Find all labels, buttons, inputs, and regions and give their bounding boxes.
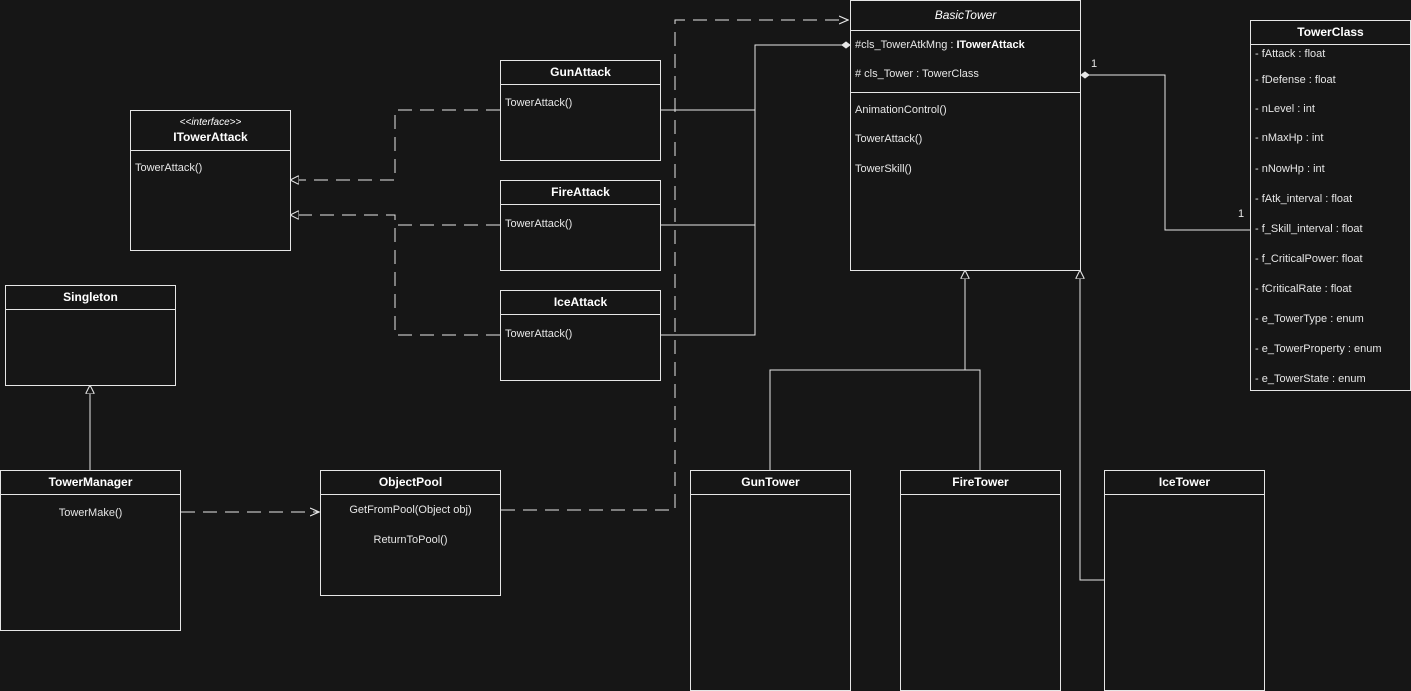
itowerattack-interface-box[interactable]: <<interface>> ITowerAttack TowerAttack() — [130, 110, 291, 251]
towerclass-field: - f_CriticalPower: float — [1255, 253, 1363, 265]
attribute-atkmng-type: ITowerAttack — [956, 39, 1025, 51]
guntower-class-box[interactable]: GunTower — [690, 470, 851, 691]
towerclass-field: - nLevel : int — [1255, 103, 1315, 115]
towerclass-field: - fDefense : float — [1255, 74, 1336, 86]
basictower-title: BasicTower — [851, 1, 1080, 31]
gunattack-method: TowerAttack() — [505, 97, 573, 109]
towerclass-field: - e_TowerState : enum — [1255, 373, 1366, 385]
towerclass-field: - f_Skill_interval : float — [1255, 223, 1363, 235]
basictower-method-towerattack: TowerAttack() — [855, 133, 923, 145]
objectpool-title: ObjectPool — [321, 471, 500, 495]
basictower-class-box[interactable]: BasicTower #cls_TowerAtkMng : ITowerAtta… — [850, 0, 1081, 271]
towerclass-field: - fCriticalRate : float — [1255, 283, 1352, 295]
towerclass-field: - e_TowerProperty : enum — [1255, 343, 1382, 355]
basictower-attribute-atkmng: #cls_TowerAtkMng : ITowerAttack — [855, 39, 1025, 51]
towermanager-method: TowerMake() — [58, 507, 123, 519]
basictower-attribute-tower: # cls_Tower : TowerClass — [855, 68, 979, 80]
singleton-class-box[interactable]: Singleton — [5, 285, 176, 386]
towermanager-class-box[interactable]: TowerManager TowerMake() — [0, 470, 181, 631]
icetower-generalization-line — [1080, 271, 1104, 581]
itowerattack-header: <<interface>> ITowerAttack — [131, 111, 290, 151]
basictower-divider — [851, 92, 1080, 93]
guntower-title: GunTower — [691, 471, 850, 495]
towermanager-title: TowerManager — [1, 471, 180, 495]
fireattack-title: FireAttack — [501, 181, 660, 205]
towerclass-field: - nNowHp : int — [1255, 163, 1325, 175]
multiplicity-basictower: 1 — [1091, 58, 1098, 70]
guntower-generalization-line — [769, 369, 965, 470]
objectpool-method-returntopool: ReturnToPool() — [373, 534, 448, 546]
icetower-title: IceTower — [1105, 471, 1264, 495]
towerclass-class-box[interactable]: TowerClass - fAttack : float - fDefense … — [1250, 20, 1411, 391]
objectpool-dependency-line — [501, 20, 848, 511]
towerclass-field: - fAttack : float — [1255, 48, 1326, 60]
iceattack-aggregation-line — [660, 44, 843, 336]
iceattack-class-box[interactable]: IceAttack TowerAttack() — [500, 290, 661, 381]
towerclass-title: TowerClass — [1251, 21, 1410, 45]
gunattack-title: GunAttack — [501, 61, 660, 85]
multiplicity-towerclass: 1 — [1238, 208, 1245, 220]
association-diamond-icon — [1080, 71, 1090, 79]
aggregation-diamond-icon — [841, 41, 851, 49]
fireattack-method: TowerAttack() — [505, 218, 573, 230]
gunattack-realization-line — [291, 109, 500, 180]
singleton-title: Singleton — [6, 286, 175, 310]
itowerattack-method: TowerAttack() — [135, 162, 203, 174]
icetower-class-box[interactable]: IceTower — [1104, 470, 1265, 691]
basictower-method-towerskill: TowerSkill() — [855, 163, 912, 175]
attribute-atkmng-name: #cls_TowerAtkMng : — [855, 39, 957, 51]
towerclass-field: - nMaxHp : int — [1255, 132, 1324, 144]
itowerattack-title: ITowerAttack — [173, 130, 248, 144]
firetower-title: FireTower — [901, 471, 1060, 495]
objectpool-class-box[interactable]: ObjectPool GetFromPool(Object obj) Retur… — [320, 470, 501, 596]
towerclass-field: - fAtk_interval : float — [1255, 193, 1353, 205]
towerclass-field: - e_TowerType : enum — [1255, 313, 1364, 325]
iceattack-title: IceAttack — [501, 291, 660, 315]
iceattack-realization-line — [394, 215, 500, 336]
objectpool-method-getfrompool: GetFromPool(Object obj) — [349, 504, 472, 516]
firetower-generalization-line — [965, 271, 981, 470]
basictower-method-animationcontrol: AnimationControl() — [855, 104, 947, 116]
fireattack-class-box[interactable]: FireAttack TowerAttack() — [500, 180, 661, 271]
gunattack-class-box[interactable]: GunAttack TowerAttack() — [500, 60, 661, 161]
firetower-class-box[interactable]: FireTower — [900, 470, 1061, 691]
interface-stereotype: <<interface>> — [179, 117, 242, 128]
iceattack-method: TowerAttack() — [505, 328, 573, 340]
towerclass-association-line — [1088, 74, 1250, 231]
